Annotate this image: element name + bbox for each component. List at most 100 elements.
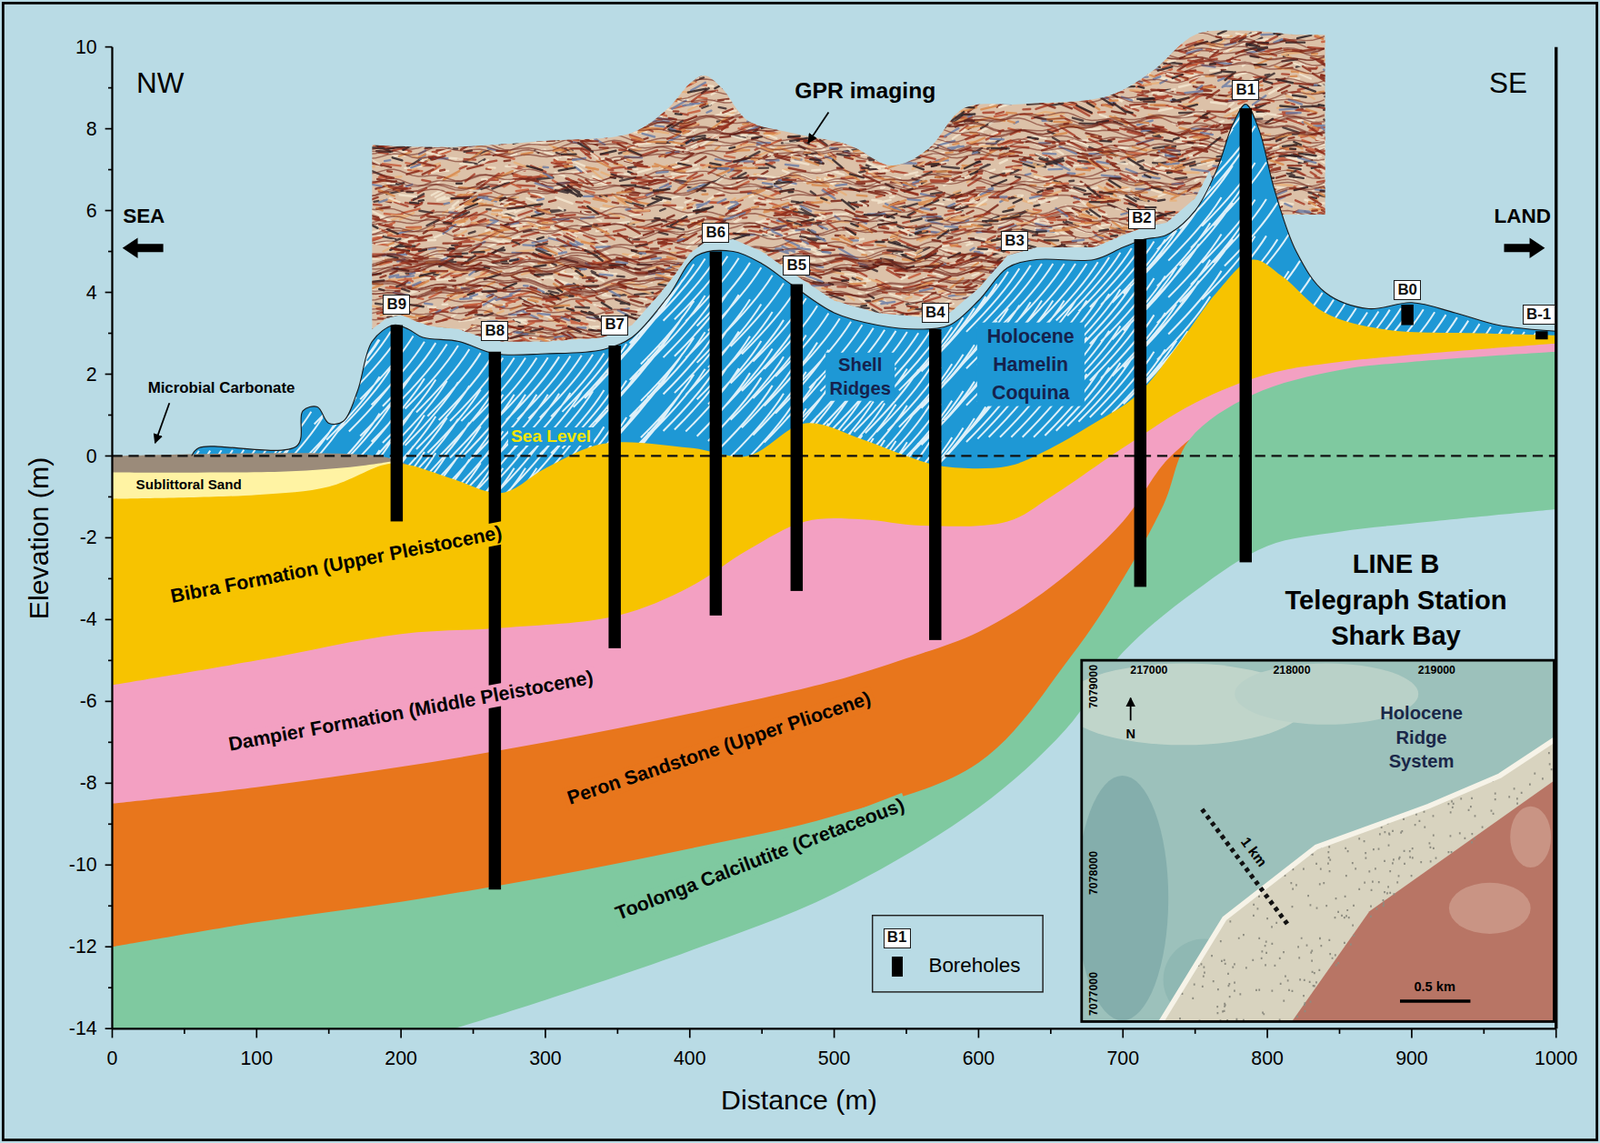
gpr-reflector [369,204,1325,217]
borehole-tag: B5 [782,255,810,276]
borehole-name: B0 [1397,281,1418,300]
deep-water [1081,775,1169,1020]
tick-mark [617,1028,620,1034]
borehole [1400,304,1413,325]
tick-label: 800 [1250,1047,1284,1070]
tick-mark [108,740,112,743]
borehole [390,325,403,522]
gpr-reflector [369,169,1325,181]
tick-mark [105,46,113,49]
ridge-system [1160,740,1554,1022]
tick-mark [105,537,113,540]
borehole-name: B-1 [1526,306,1551,324]
borehole-name: B7 [604,316,625,334]
tick-mark [905,1028,908,1034]
gpr-reflector [369,139,1325,151]
gpr-reflector [369,32,1325,45]
beach-line [1160,740,1554,1022]
tick-mark [108,822,112,825]
borehole-tag: B-1 [1522,304,1556,325]
tick-mark [328,1028,330,1034]
tick-mark [105,700,113,703]
gpr-reflector [369,213,1325,226]
tick-mark [105,945,113,948]
tick-mark [1482,1028,1485,1034]
direction-label: SEA [122,204,165,229]
tick-mark [105,291,113,294]
callout-label: Microbial Carbonate [148,379,296,397]
tick-mark [255,1028,258,1038]
borehole-tag: B0 [1393,280,1421,300]
tick-mark [105,781,113,784]
direction-label: SE [1489,67,1528,100]
map-frame [1081,660,1555,1021]
sea-level-line [111,454,1556,457]
tick-mark [105,210,113,212]
tick-mark [108,578,112,580]
gpr-reflector [369,150,1325,162]
tick-label: -8 [80,771,98,795]
tick-mark [1555,1028,1558,1038]
tick-mark [689,1028,691,1038]
tick-mark [105,455,113,458]
borehole [790,284,803,591]
tick-mark [1410,1028,1413,1038]
tick-label: 6 [86,199,98,222]
tick-label: -6 [80,690,98,713]
borehole-name: B9 [387,296,408,314]
tick-label: -14 [69,1017,98,1040]
tick-mark [105,128,113,130]
borehole [929,329,941,640]
tick-mark [108,169,112,171]
tick-label: 600 [962,1047,996,1070]
borehole-name: B4 [925,304,946,322]
tick-mark [1121,1028,1124,1038]
tick-label: 900 [1395,1047,1429,1070]
map-coordinate: 7078000 [1087,850,1100,895]
unit-label: Holocene Hamelin Coquina [977,321,1085,407]
gpr-reflector [369,130,1325,143]
tick-label: -2 [80,526,98,550]
tick-mark [108,87,112,90]
toolonga-calcilutite [111,351,1556,1029]
tick-label: 100 [240,1047,274,1070]
tick-mark [105,1027,113,1030]
borehole [710,251,722,616]
tick-label: 4 [86,280,98,304]
tick-mark [105,863,113,866]
tick-mark [183,1028,186,1034]
ridge-texture [1179,752,1553,1020]
tick-label: 2 [86,362,98,386]
unit-label: Shell Ridges [825,352,895,401]
tick-mark [105,619,113,621]
tick-mark [111,1028,114,1038]
tick-label: -10 [69,853,98,877]
tick-mark [1339,1028,1341,1034]
strata [111,104,1556,1030]
tick-mark [105,373,113,376]
borehole-name: B8 [485,322,506,340]
scale-label: 0.5 km [1413,979,1455,995]
tick-mark [760,1028,763,1034]
land-patch [1510,806,1551,868]
borehole-name: B1 [887,929,908,947]
borehole [1535,330,1548,340]
tick-mark [400,1028,402,1038]
title-line: Telegraph Station [1284,585,1507,617]
dampier-formation [111,343,1556,1029]
tick-mark [108,660,112,662]
inset-map [1060,660,1554,1021]
borehole-name: B3 [1004,232,1025,250]
borehole-tag: B4 [921,302,950,323]
gpr-reflector [369,54,1325,67]
axis-title: Elevation (m) [22,456,55,619]
borehole-tag: B2 [1128,209,1156,230]
tick-label: 10 [75,35,98,59]
tick-label: -4 [80,608,98,631]
tick-mark [1194,1028,1197,1034]
legend-box [872,915,1043,992]
map-coordinate: 7079000 [1087,664,1100,709]
borehole [489,351,501,890]
borehole-tag: B6 [701,222,730,243]
